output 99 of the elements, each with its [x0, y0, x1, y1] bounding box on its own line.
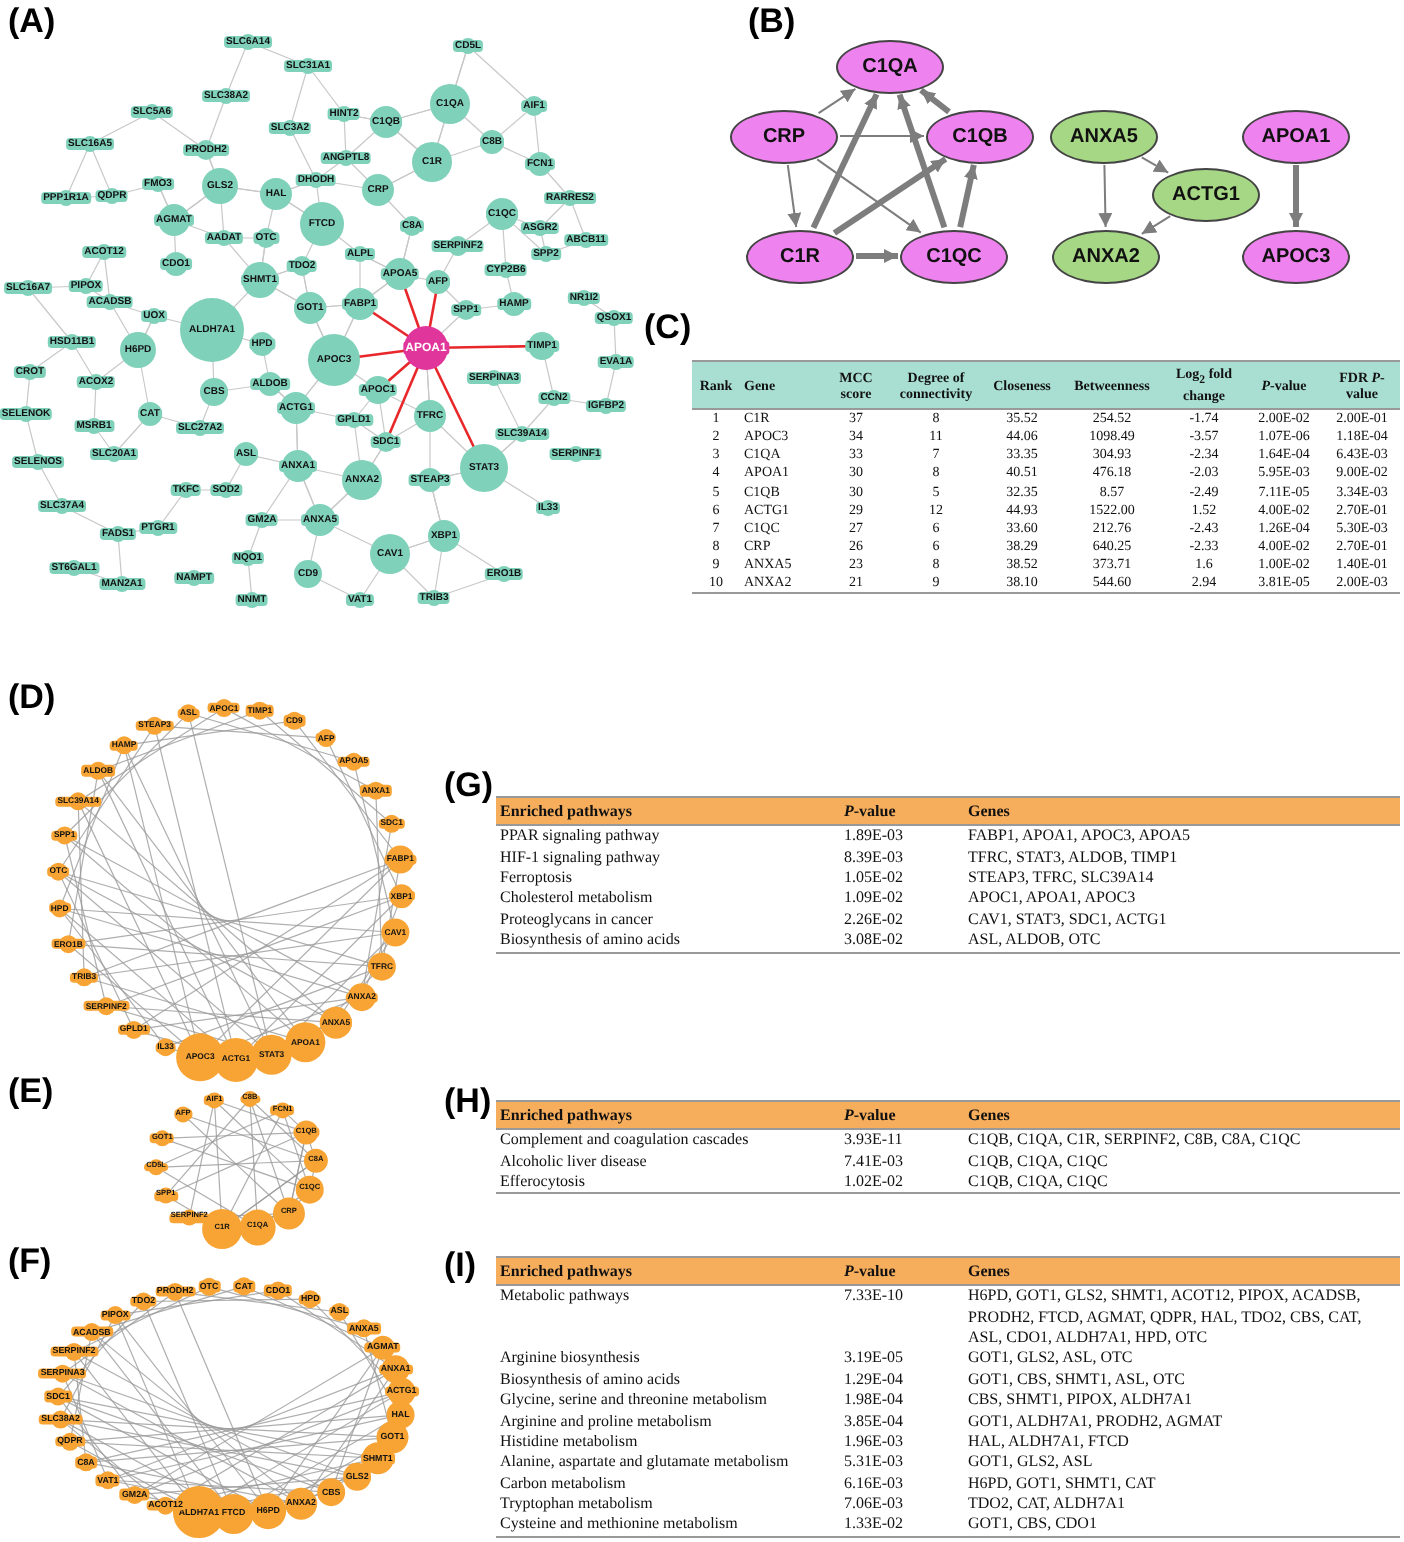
p-value: 7.33E-10: [840, 1285, 964, 1349]
gene-node: C1QB: [926, 109, 1034, 163]
panel-label: (E): [8, 1074, 54, 1108]
p-value: 7.41E-03: [842, 1151, 906, 1172]
panel-label: (H): [444, 1084, 492, 1118]
column-header: Genes: [964, 797, 1400, 826]
pathway-name: HIF-1 signaling pathway: [498, 847, 662, 868]
pathway-name: Tryptophan metabolism: [498, 1494, 655, 1515]
p-value: 7.06E-03: [842, 1494, 906, 1515]
column-header: P-value: [840, 1257, 964, 1286]
arrow: [919, 87, 951, 115]
panel-label: (C): [644, 310, 692, 344]
pathway-name: Arginine biosynthesis: [498, 1348, 642, 1370]
pathway-name: Proteoglycans in cancer: [498, 909, 655, 931]
gene-list: GOT1, ALDH7A1, PRODH2, AGMAT: [964, 1411, 1400, 1432]
gene-node: C1R: [746, 229, 854, 283]
pathway-name: Ferroptosis: [498, 867, 574, 889]
p-value: 3.08E-02: [840, 930, 964, 953]
panel-label: (I): [444, 1248, 477, 1282]
column-header: P-value: [840, 797, 964, 826]
arrow: [786, 164, 802, 228]
gene-node: CRP: [730, 109, 838, 163]
p-value: 3.93E-11: [840, 1129, 964, 1152]
arrow: [856, 249, 898, 263]
pathway-name: PPAR signaling pathway: [496, 825, 840, 848]
gene-list: C1QB, C1QA, C1QC: [964, 1171, 1400, 1194]
p-value: 1.89E-03: [840, 825, 964, 848]
p-value: 6.16E-03: [842, 1473, 906, 1495]
gene-list: STEAP3, TFRC, SLC39A14: [964, 867, 1400, 889]
p-value: 3.19E-05: [842, 1348, 906, 1370]
gene-list: H6PD, GOT1, SHMT1, CAT: [964, 1473, 1400, 1495]
pathway-name: Cholesterol metabolism: [498, 888, 655, 910]
pathway-name: Biosynthesis of amino acids: [498, 1369, 682, 1391]
panel-label: (F): [8, 1244, 52, 1278]
gene-node: APOA1: [1242, 109, 1350, 163]
column-header: Enriched pathways: [496, 797, 840, 826]
arrow: [1289, 165, 1303, 227]
p-value: 2.26E-02: [842, 909, 906, 931]
pathway-name: Alcoholic liver disease: [498, 1151, 649, 1172]
panel-label: (A): [8, 4, 56, 38]
gene-node: C1QC: [900, 229, 1008, 283]
gene-list: GOT1, CBS, CDO1: [964, 1514, 1400, 1537]
arrow: [810, 92, 880, 230]
gene-node: ACTG1: [1152, 167, 1260, 221]
p-value: 8.39E-03: [842, 847, 906, 868]
column-header: Enriched pathways: [496, 1101, 840, 1130]
arrow: [1140, 156, 1170, 174]
gene-list: GOT1, CBS, SHMT1, ASL, OTC: [964, 1369, 1400, 1391]
gene-list: ASL, ALDOB, OTC: [964, 930, 1400, 953]
arrow: [832, 156, 948, 236]
gene-list: C1QB, C1QA, C1R, SERPINF2, C8B, C8A, C1QC: [964, 1129, 1400, 1152]
gene-list: GOT1, GLS2, ASL, OTC: [964, 1348, 1400, 1370]
gene-node: ANXA5: [1050, 109, 1158, 163]
column-header: Enriched pathways: [496, 1257, 840, 1286]
p-value: 5.31E-03: [842, 1452, 906, 1474]
column-header: Genes: [964, 1257, 1400, 1286]
p-value: 3.85E-04: [842, 1411, 906, 1432]
column-header: Genes: [964, 1101, 1400, 1130]
pathway-name: Histidine metabolism: [498, 1431, 640, 1453]
arrow: [817, 87, 857, 115]
pathway-name: Arginine and proline metabolism: [498, 1411, 714, 1432]
gene-list: TFRC, STAT3, ALDOB, TIMP1: [964, 847, 1400, 868]
panel-label: (G): [444, 768, 494, 802]
arrow: [816, 158, 922, 234]
arrow: [1098, 164, 1113, 228]
gene-node: ANXA2: [1052, 229, 1160, 283]
gene-list: FABP1, APOA1, APOC3, APOA5: [964, 825, 1400, 848]
p-value: 1.33E-02: [840, 1514, 964, 1537]
p-value: 1.05E-02: [842, 867, 906, 889]
gene-list: H6PD, GOT1, GLS2, SHMT1, ACOT12, PIPOX, ACADSB, PRODH2, FTCD, AGMAT, QDPR, HAL, TDO2, CBS, CAT, ASL, CDO1, ALDH7A1, HPD, OTC: [964, 1285, 1400, 1349]
p-value: 1.29E-04: [842, 1369, 906, 1391]
arrow: [957, 164, 978, 228]
gene-list: CAV1, STAT3, SDC1, ACTG1: [964, 909, 1400, 931]
pathway-name: Metabolic pathways: [496, 1285, 840, 1349]
gene-list: TDO2, CAT, ALDH7A1: [964, 1494, 1400, 1515]
gene-node: APOC3: [1242, 229, 1350, 283]
p-value: 1.02E-02: [840, 1171, 964, 1194]
gene-list: APOC1, APOA1, APOC3: [964, 888, 1400, 910]
pathway-name: Complement and coagulation cascades: [496, 1129, 840, 1152]
pathway-name: Biosynthesis of amino acids: [496, 930, 840, 953]
gene-list: C1QB, C1QA, C1QC: [964, 1151, 1400, 1172]
pathway-name: Efferocytosis: [496, 1171, 840, 1194]
p-value: 1.96E-03: [842, 1431, 906, 1453]
p-value: 1.09E-02: [842, 888, 906, 910]
arrow: [839, 129, 925, 143]
gene-node: C1QA: [836, 39, 944, 93]
pathway-name: Alanine, aspartate and glutamate metabolism: [498, 1452, 791, 1474]
pathway-name: Carbon metabolism: [498, 1473, 628, 1495]
panel-label: (B): [748, 4, 796, 38]
p-value: 1.98E-04: [842, 1390, 906, 1412]
panel-label: (D): [8, 680, 56, 714]
gene-list: CBS, SHMT1, PIPOX, ALDH7A1: [964, 1390, 1400, 1412]
gene-list: GOT1, GLS2, ASL: [964, 1452, 1400, 1474]
arrow: [896, 93, 948, 229]
pathway-name: Cysteine and methionine metabolism: [496, 1514, 840, 1537]
pathway-name: Glycine, serine and threonine metabolism: [498, 1390, 770, 1412]
gene-list: HAL, ALDH7A1, FTCD: [964, 1431, 1400, 1453]
column-header: P-value: [840, 1101, 964, 1130]
arrow: [1140, 215, 1172, 235]
